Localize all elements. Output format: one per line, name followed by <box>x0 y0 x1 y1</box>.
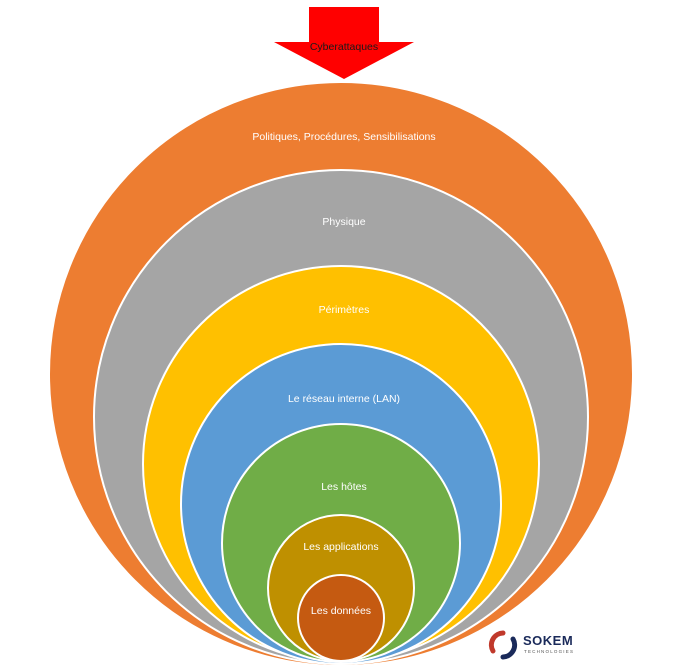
layer-6-label: Les applications <box>303 541 379 553</box>
arrow-label: Cyberattaques <box>309 41 379 53</box>
layer-5-label: Les hôtes <box>321 481 367 493</box>
layer-7-label: Les données <box>310 605 372 617</box>
sokem-logo-icon <box>488 630 518 660</box>
brand-name: SOKEM <box>523 633 574 648</box>
layer-7-circle <box>297 574 385 662</box>
layer-4-label: Le réseau interne (LAN) <box>287 393 401 405</box>
brand-logo: SOKEM TECHNOLOGIES <box>487 629 597 661</box>
attack-arrow <box>274 7 414 79</box>
layer-1-label: Politiques, Procédures, Sensibilisations <box>252 131 436 143</box>
brand-subtitle: TECHNOLOGIES <box>524 649 575 654</box>
layer-3-label: Périmètres <box>318 304 370 316</box>
layer-2-label: Physique <box>322 216 366 228</box>
